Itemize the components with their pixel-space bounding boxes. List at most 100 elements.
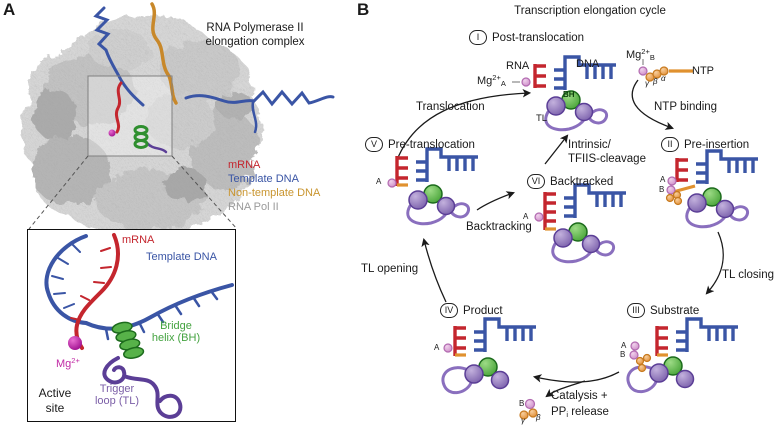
zoom-connector-lines bbox=[28, 155, 238, 230]
state-pre-insertion: II Pre-insertion bbox=[661, 137, 749, 152]
state-product: IV Product bbox=[440, 303, 503, 318]
cleavage-arrow bbox=[544, 134, 569, 165]
state-ii-name: Pre-insertion bbox=[684, 138, 750, 151]
transition-ntp-binding: NTP binding bbox=[654, 101, 718, 113]
site-b-label-ppi: B bbox=[519, 399, 525, 408]
ppi-release-arrow bbox=[545, 380, 586, 398]
metal-a-ion bbox=[534, 212, 544, 222]
state-ii-numeral: II bbox=[661, 137, 679, 152]
zoom-box bbox=[87, 75, 173, 157]
state-iii-name: Substrate bbox=[650, 304, 700, 317]
mrna-strand bbox=[114, 81, 123, 134]
panel-a-legend: mRNA Template DNA Non-template DNA RNA P… bbox=[228, 158, 320, 214]
inset-bridge-helix-label: Bridge helix (BH) bbox=[151, 320, 201, 344]
state-ii-cartoon bbox=[665, 149, 760, 229]
ntp-binding-arrow bbox=[631, 79, 674, 130]
state-vi-cartoon bbox=[534, 183, 628, 264]
metal-a-ion bbox=[630, 341, 640, 351]
state-iv-name: Product bbox=[463, 304, 503, 317]
state-i-numeral: I bbox=[469, 30, 487, 45]
metal-a-ion bbox=[667, 176, 677, 186]
metal-b-ion bbox=[524, 398, 536, 410]
inset-template-dna-arc bbox=[44, 234, 88, 325]
mg-a-label: Mg2+A bbox=[477, 73, 506, 88]
legend-non-template-dna: Non-template DNA bbox=[228, 187, 321, 199]
state-iv-cartoon bbox=[441, 317, 538, 395]
site-b-label-state-iii: B bbox=[620, 350, 626, 359]
transition-catalysis: Catalysis + PPi release bbox=[551, 390, 609, 419]
catalysis-arrow bbox=[532, 371, 620, 383]
inset-bridge-helix bbox=[111, 321, 145, 359]
transition-tl-closing: TL closing bbox=[722, 269, 774, 281]
state-i-name: Post-translocation bbox=[492, 31, 585, 44]
rna-pol-ii-surface bbox=[20, 15, 263, 235]
legend-rna-pol-ii: RNA Pol II bbox=[228, 201, 279, 213]
tl-closing-arrow bbox=[705, 231, 724, 295]
protein-structure-panel bbox=[20, 2, 335, 235]
template-dna-strand-down bbox=[251, 100, 258, 134]
state-backtracked: VI Backtracked bbox=[527, 174, 613, 189]
gamma-label: γ bbox=[645, 79, 649, 88]
gamma-label-ppi: γ bbox=[521, 416, 525, 425]
state-i-cartoon bbox=[512, 55, 618, 132]
panel-a-title-line1: RNA Polymerase II bbox=[206, 22, 304, 34]
state-iv-numeral: IV bbox=[440, 303, 458, 318]
state-substrate: III Substrate bbox=[627, 303, 699, 318]
inset-template-dna-label: Template DNA bbox=[146, 251, 217, 263]
rna-label: RNA bbox=[506, 60, 530, 72]
active-site-inset: mRNA Template DNA Bridge helix (BH) Mg2+… bbox=[27, 229, 236, 422]
inset-mg-ion bbox=[68, 336, 82, 350]
panel-b-title: Transcription elongation cycle bbox=[514, 5, 666, 17]
template-dna-strand-top bbox=[93, 6, 145, 107]
inset-mg-label: Mg2+ bbox=[56, 356, 80, 370]
legend-mrna: mRNA bbox=[228, 159, 261, 171]
backtracking-arrow bbox=[476, 191, 515, 211]
inset-active-site-label: Active site bbox=[38, 386, 72, 415]
site-a-label-state-vi: A bbox=[523, 212, 529, 221]
state-post-translocation: I Post-translocation bbox=[469, 30, 584, 45]
transition-tl-opening: TL opening bbox=[361, 263, 419, 275]
metal-a-ion bbox=[387, 178, 397, 188]
panel-a-title: RNA Polymerase II elongation complex bbox=[185, 21, 325, 49]
mg-b-label: Mg2+B bbox=[626, 47, 655, 62]
panel-a-title-line2: elongation complex bbox=[205, 36, 305, 48]
metal-a-ion bbox=[443, 343, 453, 353]
metal-b-ion bbox=[638, 66, 648, 76]
bridge-helix-hint bbox=[133, 125, 149, 149]
tl-opening-arrow bbox=[421, 237, 447, 303]
state-v-cartoon bbox=[387, 147, 480, 226]
beta-label: β bbox=[653, 77, 658, 86]
inset-template-dna-bases-left bbox=[51, 243, 81, 309]
transition-translocation: Translocation bbox=[416, 101, 485, 113]
transition-backtracking: Backtracking bbox=[466, 221, 532, 233]
ntp-label: NTP bbox=[692, 65, 714, 77]
inset-mrna-strand bbox=[74, 233, 120, 350]
cycle-arrows bbox=[396, 79, 724, 398]
panel-b-label: B bbox=[357, 0, 370, 19]
state-vi-name: Backtracked bbox=[550, 175, 614, 188]
site-a-label-state-iii: A bbox=[621, 341, 627, 350]
tl-label: TL bbox=[536, 113, 548, 124]
state-v-numeral: V bbox=[365, 137, 383, 152]
alpha-label: α bbox=[661, 74, 666, 83]
state-iii-cartoon bbox=[626, 317, 740, 394]
site-a-label-state-iv: A bbox=[434, 343, 440, 352]
state-iii-numeral: III bbox=[627, 303, 645, 318]
trigger-loop-hint bbox=[145, 141, 168, 154]
inset-trigger-loop-label: Trigger loop (TL) bbox=[94, 383, 140, 407]
released-ppi bbox=[519, 398, 538, 420]
panel-a-label: A bbox=[3, 0, 16, 19]
metal-b-ion bbox=[629, 350, 639, 360]
metal-a-ion bbox=[521, 77, 531, 87]
site-a-label-state-ii: A bbox=[660, 175, 666, 184]
dna-label: DNA bbox=[576, 58, 600, 70]
zoom-box-veil bbox=[88, 76, 172, 156]
active-site-structure bbox=[44, 233, 234, 419]
state-vi-numeral: VI bbox=[527, 174, 545, 189]
free-ntp bbox=[638, 59, 693, 82]
legend-template-dna: Template DNA bbox=[228, 173, 299, 185]
beta-label-ppi: β bbox=[536, 413, 541, 422]
cycle-diagram bbox=[387, 55, 760, 420]
bh-label: BH bbox=[563, 90, 575, 99]
